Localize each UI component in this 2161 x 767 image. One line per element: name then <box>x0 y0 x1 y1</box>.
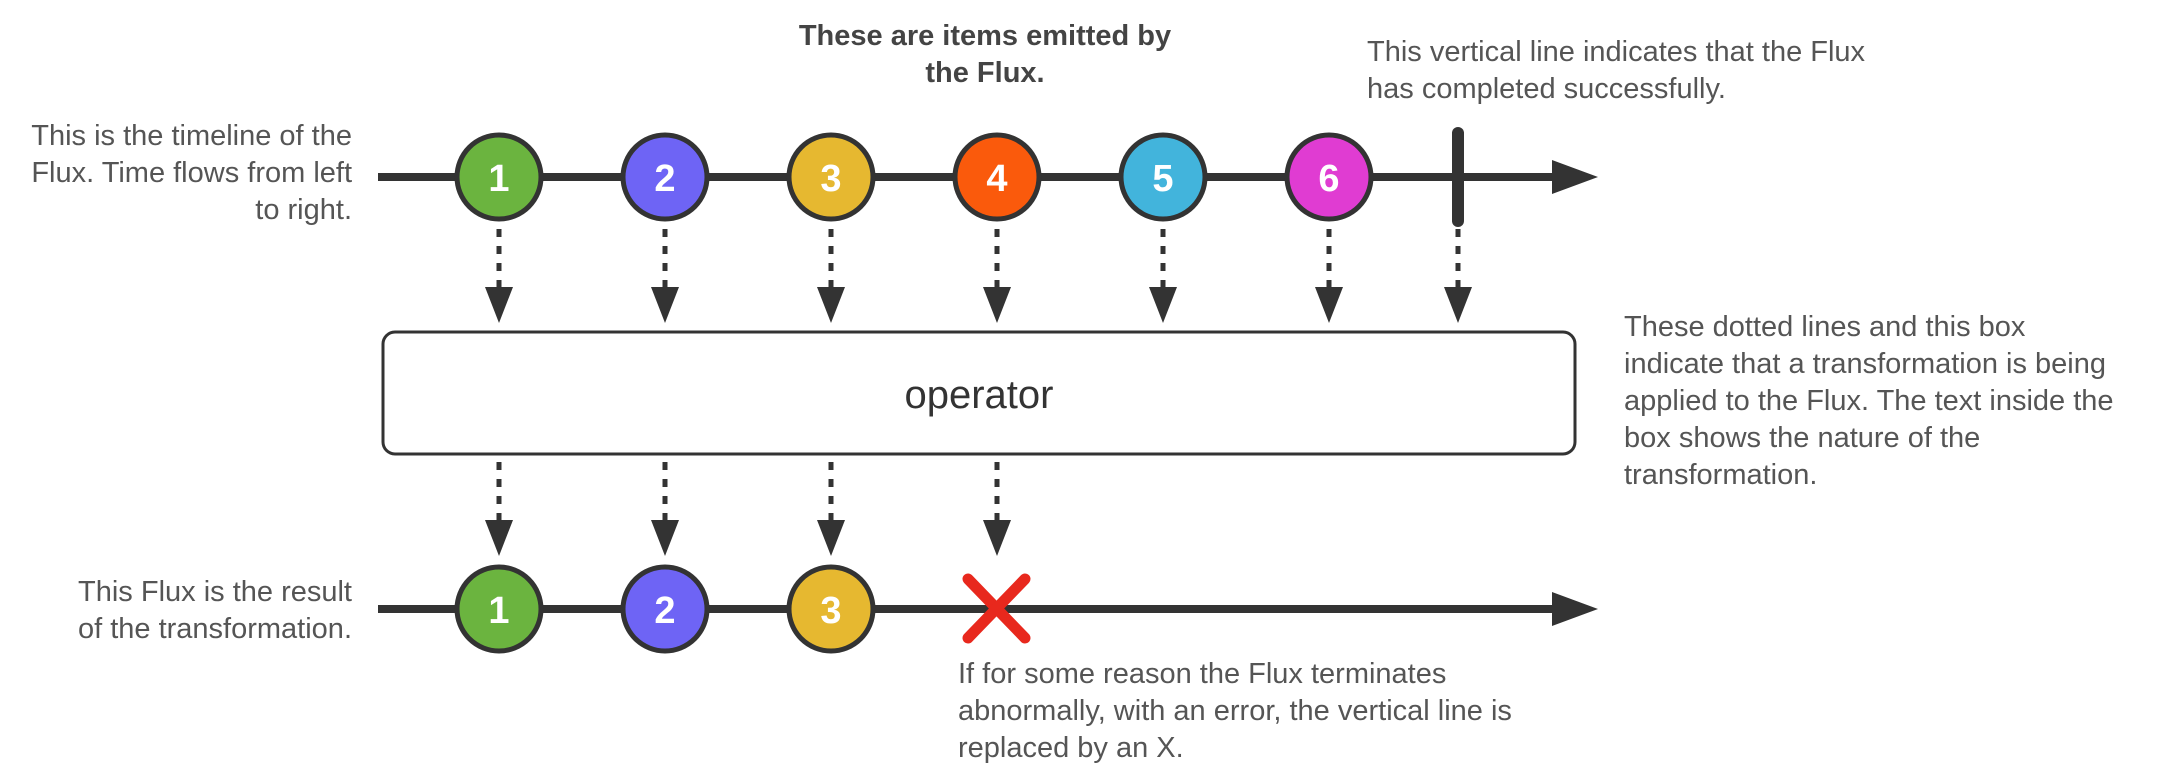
result-timeline-arrowhead <box>1552 592 1598 626</box>
source-arrow-3 <box>817 229 845 323</box>
timeline-annotation: This is the timeline of the Flux. Time f… <box>0 118 352 229</box>
result-annotation: This Flux is the result of the transform… <box>0 574 352 648</box>
source-marble-3: 3 <box>786 132 876 222</box>
operator-annotation: These dotted lines and this box indicate… <box>1624 309 2159 494</box>
operator-note-line-5: transformation. <box>1624 459 1818 491</box>
operator-note-line-4: box shows the nature of the <box>1624 422 1981 454</box>
source-marble-label: 5 <box>1152 158 1173 200</box>
error-line-2: abnormally, with an error, the vertical … <box>958 695 1512 727</box>
completed-line-2: has completed successfully. <box>1367 73 1726 105</box>
arrow-head <box>817 520 845 556</box>
operator-label: operator <box>905 373 1054 417</box>
result-marble-circle <box>454 564 544 654</box>
operator-note-line-1: These dotted lines and this box <box>1624 311 2026 343</box>
error-line-1: If for some reason the Flux terminates <box>958 658 1447 690</box>
result-marble-circle <box>786 564 876 654</box>
arrow-head <box>817 287 845 323</box>
result-arrow-2 <box>651 462 679 556</box>
source-marble-label: 6 <box>1318 158 1339 200</box>
error-x-stroke-2 <box>962 573 1031 644</box>
arrow-head <box>1315 287 1343 323</box>
arrow-head <box>983 520 1011 556</box>
source-marble-2: 2 <box>620 132 710 222</box>
source-marble-label: 1 <box>488 158 509 200</box>
arrow-head <box>651 287 679 323</box>
source-marble-circle <box>1118 132 1208 222</box>
operator-box <box>381 330 1577 456</box>
source-marble-circle <box>620 132 710 222</box>
result-arrow-1 <box>485 462 513 556</box>
timeline-line-3: to right. <box>255 194 352 226</box>
result-marble-2: 2 <box>620 564 710 654</box>
source-arrow-2 <box>651 229 679 323</box>
operator-box-group: operator <box>381 330 1577 456</box>
source-marble-label: 3 <box>820 158 841 200</box>
result-marble-circle <box>620 564 710 654</box>
arrow-head <box>485 520 513 556</box>
result-arrow-3 <box>817 462 845 556</box>
completed-line-1: This vertical line indicates that the Fl… <box>1367 36 1866 68</box>
result-marble-1: 1 <box>454 564 544 654</box>
result-line-1: This Flux is the result <box>78 576 352 608</box>
source-arrow-6 <box>1315 229 1343 323</box>
timeline-line-1: This is the timeline of the <box>31 120 352 152</box>
operator-note-line-2: indicate that a transformation is being <box>1624 348 2106 380</box>
arrow-head <box>485 287 513 323</box>
source-marble-circle <box>454 132 544 222</box>
source-timeline-arrowhead <box>1552 160 1598 194</box>
source-marble-circle <box>952 132 1042 222</box>
arrow-head <box>651 520 679 556</box>
source-arrow-4 <box>983 229 1011 323</box>
result-line-2: of the transformation. <box>77 613 352 645</box>
error-line-3: replaced by an X. <box>958 732 1184 764</box>
result-marble-label: 3 <box>820 590 841 632</box>
result-marble-label: 1 <box>488 590 509 632</box>
error-x-icon <box>962 573 1031 644</box>
source-marble-6: 6 <box>1284 132 1374 222</box>
source-marble-1: 1 <box>454 132 544 222</box>
operator-note-line-3: applied to the Flux. The text inside the <box>1624 385 2114 417</box>
source-arrow-5 <box>1149 229 1177 323</box>
arrow-head <box>1444 287 1472 323</box>
result-timeline <box>378 592 1598 626</box>
source-marbles: 1 2 3 4 5 6 <box>454 132 1374 222</box>
source-marble-5: 5 <box>1118 132 1208 222</box>
completed-annotation: This vertical line indicates that the Fl… <box>1367 34 1967 108</box>
error-arrow <box>983 462 1011 556</box>
operator-to-result-arrows <box>485 462 1011 556</box>
source-marble-circle <box>786 132 876 222</box>
arrow-head <box>1149 287 1177 323</box>
source-marble-circle <box>1284 132 1374 222</box>
source-arrow-1 <box>485 229 513 323</box>
source-marble-label: 4 <box>986 158 1007 200</box>
result-marbles: 1 2 3 <box>454 564 876 654</box>
source-marble-4: 4 <box>952 132 1042 222</box>
arrow-head <box>983 287 1011 323</box>
source-marble-label: 2 <box>654 158 675 200</box>
completion-arrow <box>1444 229 1472 323</box>
error-annotation: If for some reason the Flux terminates a… <box>958 656 1598 767</box>
result-marble-3: 3 <box>786 564 876 654</box>
timeline-line-2: Flux. Time flows from left <box>31 157 352 189</box>
items-emitted-line-1: These are items emitted by <box>798 20 1172 52</box>
items-emitted-annotation: These are items emitted by the Flux. <box>760 18 1210 92</box>
result-marble-label: 2 <box>654 590 675 632</box>
items-emitted-line-2: the Flux. <box>925 57 1045 89</box>
source-to-operator-arrows <box>485 229 1472 323</box>
